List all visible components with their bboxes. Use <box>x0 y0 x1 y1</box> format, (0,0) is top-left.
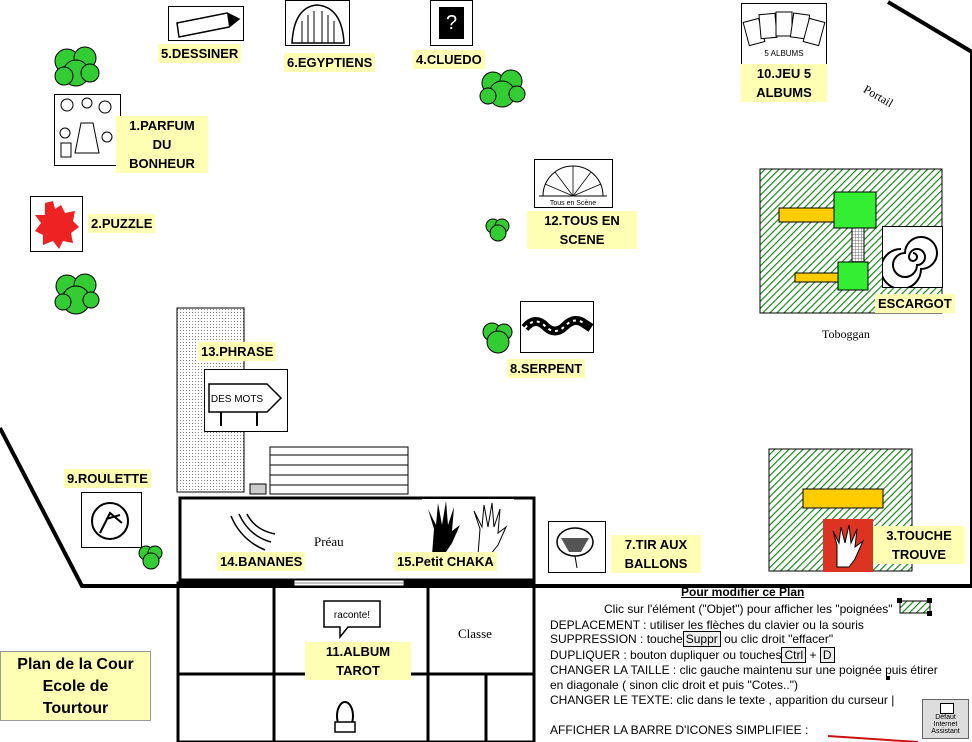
handle-marker <box>886 676 890 680</box>
tree-icon <box>485 218 510 242</box>
stage-caption: Tous en Scène <box>550 200 596 207</box>
label-parfum-line3: BONHEUR <box>129 156 195 171</box>
cluedo-icon[interactable]: ? <box>430 0 473 46</box>
plan-title: Plan de la Cour Ecole de Tourtour <box>0 651 151 721</box>
instruction-line: AFFICHER LA BARRE D'ICONES SIMPLIFIEE : <box>550 723 809 737</box>
tree-icon <box>54 46 100 87</box>
cards-caption: 5 ALBUMS <box>764 49 803 58</box>
label-puzzle[interactable]: 2.PUZZLE <box>88 214 156 233</box>
tree-icon <box>54 273 100 315</box>
instruction-line: Clic sur l'élément ("Objet") pour affich… <box>604 602 893 616</box>
label-escargot[interactable]: ESCARGOT <box>875 294 955 313</box>
suppr-key: Suppr <box>682 631 721 647</box>
label-jeu5[interactable]: 10.JEU 5 ALBUMS <box>741 64 827 102</box>
label-phrase[interactable]: 13.PHRASE <box>198 342 277 361</box>
title-line3: Tourtour <box>42 700 109 717</box>
puzzle-icon[interactable] <box>30 196 83 252</box>
bananas-icon[interactable] <box>225 510 279 558</box>
toboggan-text: Toboggan <box>822 327 870 341</box>
preau-text: Préau <box>314 534 344 549</box>
label-album-line1: 11.ALBUM <box>325 644 391 659</box>
sign-icon[interactable]: DES MOTS <box>204 369 288 432</box>
toolbar-thumbnail[interactable]: Défaut Internet Assistant <box>922 699 969 739</box>
label-egyptiens[interactable]: 6.EGYPTIENS <box>284 53 376 72</box>
ctrl-key: Ctrl <box>781 647 807 663</box>
instruction-line: DEPLACEMENT : utiliser les flèches du cl… <box>550 618 864 632</box>
pyramid-icon[interactable] <box>285 0 350 46</box>
label-parfum-line1: 1.PARFUM <box>129 118 195 133</box>
label-touche-line1: 3.TOUCHE <box>886 528 952 543</box>
instruction-text: ou clic droit "effacer" <box>720 632 834 646</box>
instructions-header: Pour modifier ce Plan <box>681 585 805 599</box>
label-cluedo[interactable]: 4.CLUEDO <box>413 50 485 69</box>
instruction-line: en diagonale ( sinon clic droit et puis … <box>550 678 798 692</box>
tree-icon <box>138 545 163 570</box>
label-parfum[interactable]: 1.PARFUM DU BONHEUR <box>116 116 208 173</box>
label-roulette[interactable]: 9.ROULETTE <box>64 469 151 488</box>
label-bananes[interactable]: 14.BANANES <box>217 552 306 571</box>
label-touche-trouve[interactable]: 3.TOUCHE TROUVE <box>873 526 965 564</box>
toolbar-text: Internet <box>933 721 958 728</box>
label-tir-line2: BALLONS <box>624 556 688 571</box>
handles-icon <box>897 598 932 616</box>
tree-icon <box>482 322 513 354</box>
label-petit-chaka[interactable]: 15.Petit CHAKA <box>394 552 497 571</box>
perfume-drawing-icon[interactable] <box>54 94 121 166</box>
toolbar-text: Défaut <box>935 714 956 721</box>
cards-icon[interactable]: 5 ALBUMS <box>741 3 827 67</box>
hands-icon[interactable] <box>422 499 514 557</box>
speech-text: raconte! <box>334 610 370 621</box>
label-dessiner[interactable]: 5.DESSINER <box>158 44 242 63</box>
toolbar-text: Assistant <box>931 728 960 735</box>
snake-icon[interactable] <box>520 301 594 353</box>
pencil-icon[interactable] <box>168 6 244 41</box>
title-line1: Plan de la Cour <box>17 656 134 673</box>
label-tous-line1: 12.TOUS EN <box>544 213 620 228</box>
sign-text: DES MOTS <box>211 394 264 405</box>
label-touche-line2: TROUVE <box>891 547 947 562</box>
label-album-line2: TAROT <box>336 663 380 678</box>
stage-icon[interactable]: Tous en Scène <box>534 159 613 208</box>
tree-icon <box>479 69 526 108</box>
speech-bubble-icon[interactable]: raconte! <box>318 597 386 641</box>
instruction-text: DUPLIQUER : bouton dupliquer ou touches <box>550 648 782 662</box>
label-tir-line1: 7.TIR AUX <box>624 537 688 552</box>
instruction-line: CHANGER LA TAILLE : clic gauche maintenu… <box>550 663 938 677</box>
spiral-icon[interactable] <box>880 226 943 290</box>
instruction-text: + <box>806 648 817 662</box>
balloon-icon[interactable] <box>548 521 606 573</box>
label-jeu5-line2: ALBUMS <box>756 85 812 100</box>
classe-text: Classe <box>458 626 492 641</box>
question-mark-icon: ? <box>439 7 464 39</box>
toolbar-icon <box>940 703 954 714</box>
label-jeu5-line1: 10.JEU 5 <box>756 66 812 81</box>
instruction-line: CHANGER LE TEXTE: clic dans le texte , a… <box>550 693 895 707</box>
hand-icon[interactable] <box>823 519 873 572</box>
label-tir-aux-ballons[interactable]: 7.TIR AUX BALLONS <box>611 535 701 573</box>
label-serpent[interactable]: 8.SERPENT <box>507 359 586 378</box>
label-tous-en-scene[interactable]: 12.TOUS EN SCENE <box>527 211 637 249</box>
instruction-text: SUPPRESSION : touche <box>550 632 683 646</box>
d-key: D <box>819 647 835 663</box>
label-parfum-line2: DU <box>152 137 172 152</box>
title-line2: Ecole de <box>42 678 109 695</box>
label-tous-line2: SCENE <box>559 232 605 247</box>
roulette-icon[interactable] <box>81 492 142 548</box>
label-album-tarot[interactable]: 11.ALBUM TAROT <box>305 642 411 680</box>
